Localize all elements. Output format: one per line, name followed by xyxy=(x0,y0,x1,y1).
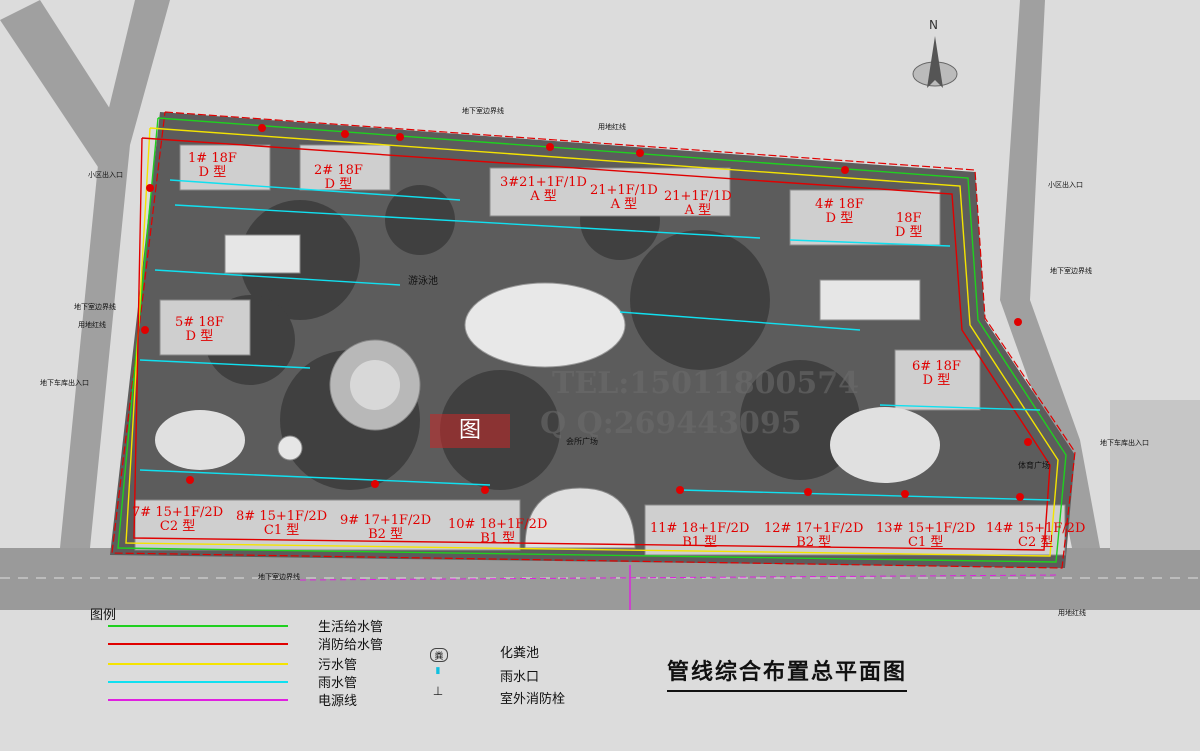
drawing-title: 管线综合布置总平面图 xyxy=(667,654,908,692)
legend-symbol-label: 化粪池 xyxy=(500,646,540,661)
basketball-court xyxy=(819,279,921,321)
legend-swatch xyxy=(108,699,288,701)
basement-line-s-label: 地下室边界线 xyxy=(258,573,300,581)
sports-label: 体育广场 xyxy=(1018,461,1050,470)
north-label: N xyxy=(929,18,938,32)
pool-label: 游泳池 xyxy=(408,276,438,287)
redline-n-label: 用地红线 xyxy=(598,123,626,131)
legend-swatch xyxy=(108,643,288,645)
redline-w-label: 用地红线 xyxy=(78,321,106,329)
entrance-ne-label: 小区出入口 xyxy=(1048,181,1083,189)
entrance-nw-label: 小区出入口 xyxy=(88,171,123,179)
nw-road xyxy=(0,0,130,170)
legend-label: 生活给水管 xyxy=(318,620,384,635)
north-arrow: N xyxy=(905,18,965,98)
basement-line-e-label: 地下室边界线 xyxy=(1050,267,1092,275)
clubhouse xyxy=(524,487,636,549)
rain-pipes xyxy=(139,179,1051,501)
legend-label: 雨水管 xyxy=(318,676,358,691)
sewage-pipe xyxy=(125,127,1059,557)
legend-label: 电源线 xyxy=(318,694,358,709)
redline-s-label: 用地红线 xyxy=(1058,609,1086,617)
basement-line-n-label: 地下室边界线 xyxy=(462,107,504,115)
plaza-label: 会所广场 xyxy=(566,437,598,446)
garage-w-label: 地下车库出入口 xyxy=(40,379,89,387)
basement-line-w-label: 地下室边界线 xyxy=(74,303,116,311)
legend-symbol-label: 室外消防栓 xyxy=(500,692,566,707)
west-road xyxy=(60,0,170,548)
legend: 图例 生活给水管 消防给水管 污水管 雨水管 电源线 粪 化粪池 ▮ 雨水口 ⊥… xyxy=(88,604,648,734)
legend-swatch xyxy=(108,625,288,627)
legend-symbol-label: 雨水口 xyxy=(500,670,540,685)
legend-swatch xyxy=(108,663,288,665)
fire-pipe xyxy=(133,137,1051,551)
hydrant-icon: ⊥ xyxy=(432,684,444,698)
central-canopy xyxy=(464,282,626,368)
tennis-court xyxy=(224,234,301,274)
legend-label: 消防给水管 xyxy=(318,638,384,653)
watermark-qq: Q Q:269443095 xyxy=(540,406,802,441)
legend-swatch xyxy=(108,681,288,683)
watermark-tel: TEL:15011800574 xyxy=(552,366,859,401)
septic-tank-icon: 粪 xyxy=(430,648,448,662)
garage-e-label: 地下车库出入口 xyxy=(1100,439,1149,447)
east-road xyxy=(1000,0,1100,548)
legend-label: 污水管 xyxy=(318,658,358,673)
watermark-stamp: 图 xyxy=(430,414,510,448)
legend-title: 图例 xyxy=(90,608,117,623)
rain-inlet-icon: ▮ xyxy=(435,666,441,676)
water-pipe xyxy=(117,117,1067,563)
